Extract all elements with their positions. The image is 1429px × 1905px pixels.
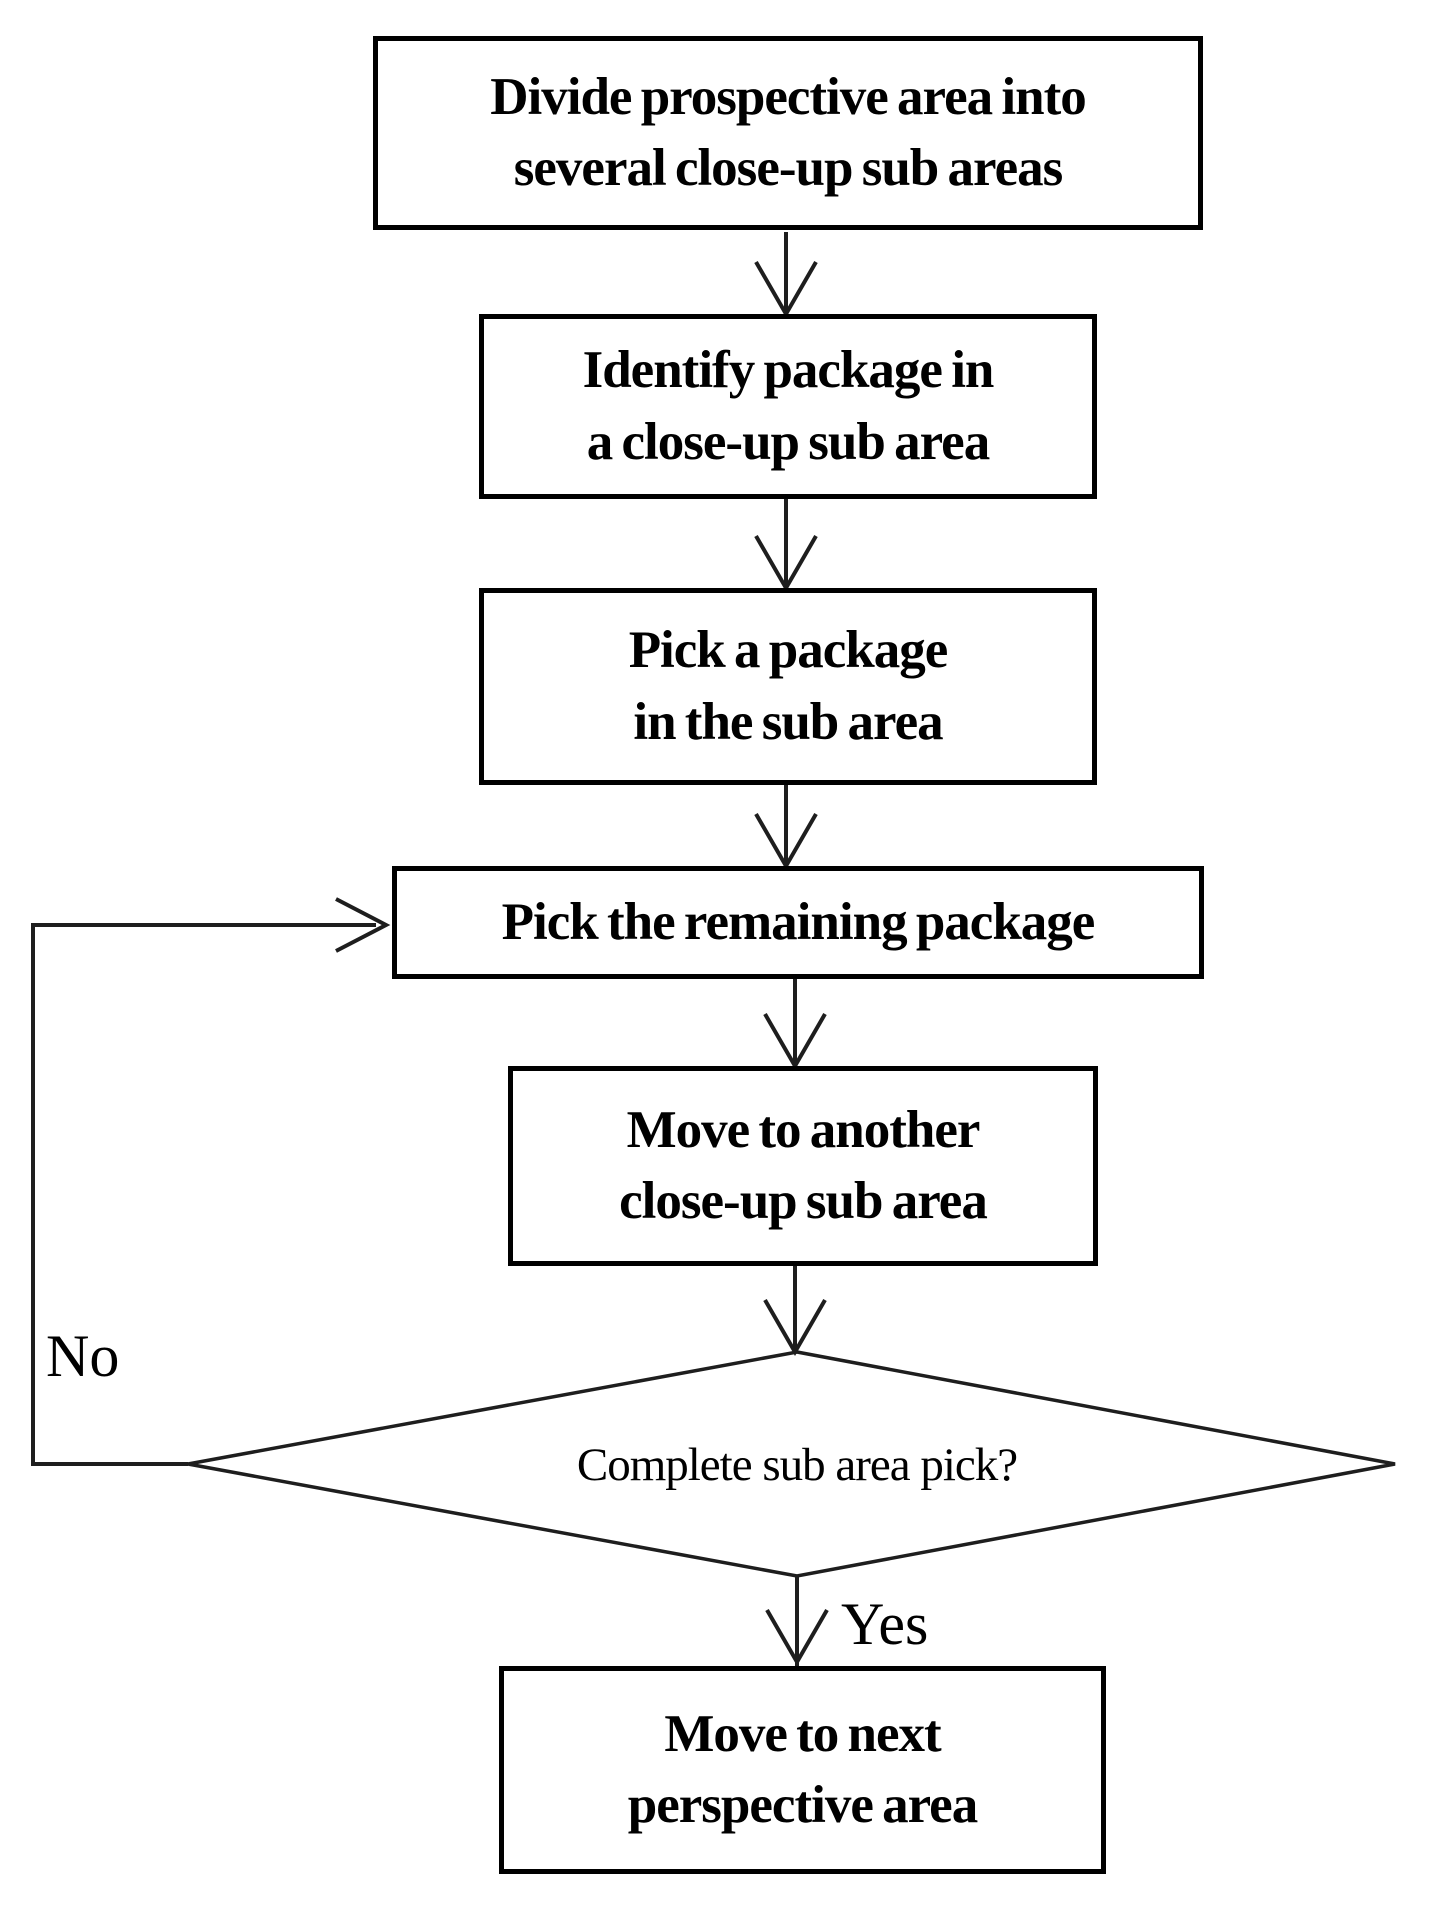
node-label-line: perspective area [627, 1776, 978, 1834]
arrow-divide-to-identify [754, 232, 818, 319]
arrowhead [763, 1299, 827, 1357]
node-label-line: a close-up sub area [586, 412, 990, 471]
decision-diamond-shape [187, 1350, 1396, 1578]
node-label-line: Pick a package [628, 621, 949, 680]
arrow-move-another-to-decision [763, 1266, 827, 1357]
node-label-line: Pick the remaining package [501, 892, 1096, 951]
label-no: No [46, 1323, 120, 1389]
node-decision-label: Complete sub area pick? [297, 1390, 1297, 1540]
arrow-pick-package-to-pick-remaining [754, 785, 818, 871]
node-label-line: Move to next [664, 1704, 941, 1763]
node-label-line: close-up sub area [619, 1172, 988, 1230]
node-label-line: several close-up sub areas [513, 139, 1063, 197]
node-label-line: Complete sub area pick? [576, 1439, 1018, 1491]
node-divide-area: Divide prospective area into several clo… [373, 36, 1203, 230]
arrow-pick-remaining-to-move-another [763, 979, 827, 1071]
arrow-identify-to-pick-package [754, 499, 818, 593]
arrowhead [335, 897, 391, 953]
node-move-next-area: Move to next perspective area [499, 1666, 1106, 1874]
label-yes: Yes [841, 1591, 929, 1657]
node-move-another-area: Move to another close-up sub area [508, 1066, 1098, 1266]
arrow-decision-yes-to-move-next [765, 1577, 829, 1667]
node-label-line: Divide prospective area into [490, 67, 1087, 126]
arrowhead [765, 1609, 829, 1667]
node-pick-package: Pick a package in the sub area [479, 588, 1097, 785]
no-loop-connector [31, 897, 391, 1466]
node-label-line: Identify package in [582, 341, 995, 400]
node-pick-remaining: Pick the remaining package [392, 866, 1204, 979]
node-label-line: Move to another [626, 1100, 981, 1159]
node-identify-package: Identify package in a close-up sub area [479, 314, 1097, 499]
no-loop-line [31, 923, 376, 1466]
node-label-line: in the sub area [633, 692, 943, 751]
